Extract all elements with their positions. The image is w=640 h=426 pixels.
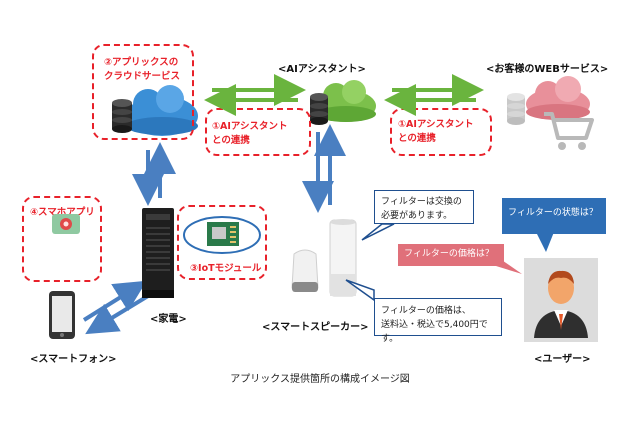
iot-module-icon — [207, 222, 239, 246]
ai-link-right-line1: ①AIアシスタント — [398, 119, 474, 130]
arrow-ai-to-speaker — [302, 124, 346, 213]
ai-database-icon — [310, 93, 328, 125]
arrow-phone-to-appliance — [82, 280, 150, 335]
smartphone-app-tag: ④スマホアプリ — [30, 207, 95, 218]
smart-speaker-small-icon — [291, 249, 319, 292]
shopping-cart-icon — [544, 112, 594, 150]
ai-link-left-line1: ①AIアシスタント — [212, 121, 288, 132]
bubble-filter-price-answer-tail — [345, 279, 375, 302]
bubble-filter-status-tail — [536, 232, 554, 252]
bubble-filter-status: フィルターの状態は？ — [502, 198, 606, 234]
user-icon — [534, 270, 588, 338]
label-smartphone: <スマートフォン> — [30, 354, 117, 365]
bubble-filter-exchange: フィルターは交換の 必要があります。 — [374, 190, 474, 224]
air-purifier-icon — [142, 208, 174, 298]
label-customer-web: <お客様のWEBサービス> — [486, 64, 609, 75]
ai-link-left-outline — [205, 108, 311, 156]
app-icon — [52, 214, 80, 234]
ai-link-right-line2: との連携 — [398, 133, 436, 144]
bubble-filter-price-answer-line1: フィルターの価格は、 — [381, 306, 471, 316]
label-smart-speaker: <スマートスピーカー> — [262, 322, 369, 333]
smart-speaker-tall-icon — [329, 219, 357, 297]
bubble-filter-price-question-tail — [496, 256, 522, 274]
applix-cloud-tag-line2: クラウドサービス — [104, 71, 181, 82]
smartphone-icon — [49, 291, 75, 339]
arrow-cloud-to-ai — [204, 74, 306, 116]
customer-cloud-icon — [526, 76, 590, 120]
ai-link-right-outline — [390, 108, 492, 156]
figure-caption: アプリックス提供箇所の構成イメージ図 — [230, 374, 410, 385]
applix-cloud-icon — [126, 85, 198, 136]
bubble-filter-price-question: フィルターの価格は？ — [398, 244, 504, 266]
ai-link-left-tag: ①AIアシスタント との連携 — [212, 120, 288, 148]
applix-cloud-outline — [92, 44, 194, 140]
applix-cloud-tag-line1: ②アプリックスの — [104, 57, 179, 68]
bubble-filter-price-answer: フィルターの価格は、 送料込・税込で5,400円です。 — [374, 298, 502, 344]
iot-module-outline-ellipse — [183, 216, 261, 254]
ai-assistant-cloud-icon — [316, 80, 376, 122]
bubble-filter-price-answer-line2: 送料込・税込で5,400円です。 — [381, 320, 488, 344]
bubble-filter-exchange-tail — [361, 224, 395, 241]
customer-database-icon — [507, 93, 525, 125]
bubble-filter-exchange-line1: フィルターは交換の — [381, 197, 462, 207]
ai-link-left-line2: との連携 — [212, 135, 250, 146]
applix-database-icon — [112, 99, 132, 133]
applix-cloud-tag: ②アプリックスの クラウドサービス — [104, 56, 180, 84]
iot-module-tag: ③IoTモジュール — [190, 263, 262, 274]
arrow-cloud-to-appliance — [132, 142, 176, 206]
iot-module-outline — [177, 205, 267, 280]
bubble-filter-exchange-line2: 必要があります。 — [381, 211, 453, 221]
arrow-ai-to-customer — [384, 74, 484, 116]
label-ai-assistant: <AIアシスタント> — [278, 64, 366, 75]
ai-link-right-tag: ①AIアシスタント との連携 — [398, 118, 474, 146]
label-user: <ユーザー> — [534, 354, 591, 365]
smartphone-app-outline — [22, 196, 102, 282]
label-appliance: <家電> — [150, 314, 187, 325]
